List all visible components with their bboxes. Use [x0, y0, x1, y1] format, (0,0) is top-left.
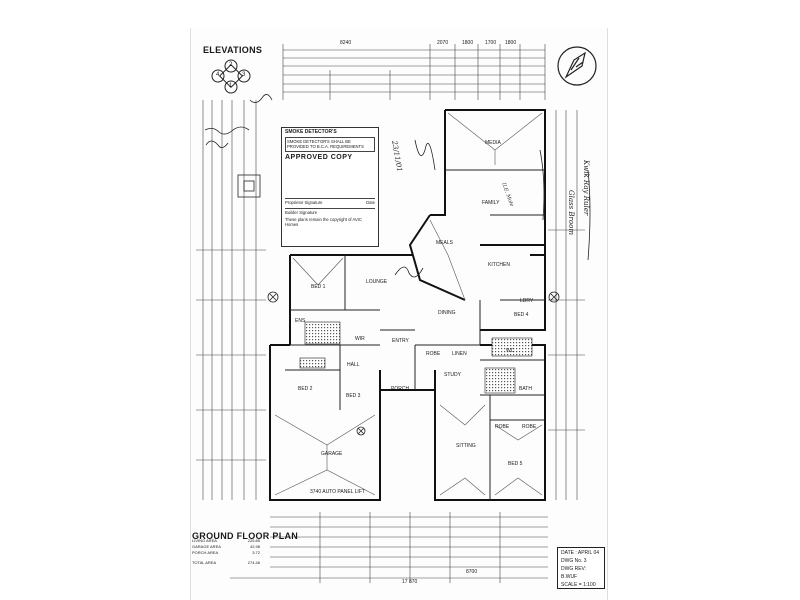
room-robe: ROBE — [426, 351, 441, 357]
handwritten-note-1: Kwik Ray Ruler — [582, 160, 590, 216]
area-value: 42.98 — [249, 544, 260, 549]
area-value: 3.72 — [252, 550, 260, 555]
title-date: DATE : APRIL 04 — [561, 550, 600, 556]
stamp-builder-signature: Builder Signature — [285, 210, 318, 216]
room-bath: BATH — [519, 386, 532, 392]
room-ldry: LDRY — [520, 298, 534, 304]
dim-top-2: 2070 — [437, 40, 449, 46]
area-label: LIVING AREA — [192, 538, 217, 543]
room-bed5: BED 5 — [508, 461, 523, 467]
title-dwg-rev: DWG REV: B.WUF — [561, 566, 587, 580]
stamp-square-icon — [237, 174, 261, 198]
room-bed2: BED 2 — [298, 386, 313, 392]
elevations-label: ELEVATIONS — [203, 45, 263, 55]
room-bed1: BED 1 — [311, 284, 326, 290]
plan-title: GROUND FLOOR PLAN — [192, 531, 299, 541]
elevation-marker-icon — [211, 59, 251, 94]
area-row: PORCH AREA 3.72 — [192, 550, 260, 556]
room-study: STUDY — [444, 372, 461, 378]
area-row: GARAGE AREA 42.98 — [192, 544, 260, 550]
room-wir: WIR — [355, 336, 365, 342]
drawing-sheet — [190, 28, 608, 600]
room-media: MEDIA — [485, 140, 501, 146]
room-kitchen: KITCHEN — [488, 262, 510, 268]
room-sitting: SITTING — [456, 443, 476, 449]
room-robe-3: ROBE — [522, 424, 537, 430]
room-bed3: BED 3 — [346, 393, 361, 399]
room-hall: HALL — [347, 362, 360, 368]
area-label: PORCH AREA — [192, 550, 219, 555]
stamp-title: SMOKE DETECTOR'S — [285, 129, 337, 135]
area-schedule: LIVING AREA 225.85 GARAGE AREA 42.98 PORCH… — [192, 538, 260, 566]
title-block: DATE : APRIL 04 DWG No. 3 DWG REV: B.WUF… — [557, 547, 605, 589]
stamp-note: SMOKE DETECTOR'S SHALL BE PROVIDED TO B.… — [285, 137, 375, 152]
room-family: FAMILY — [482, 200, 500, 206]
room-porch: PORCH — [391, 386, 410, 392]
elevation-marker-label: 2 — [229, 62, 233, 68]
dim-top-4: 1700 — [485, 40, 497, 46]
north-arrow-icon — [557, 46, 597, 86]
stamp-date-label: Date — [366, 199, 375, 205]
dim-bottom-total: 17 870 — [402, 579, 418, 585]
room-robe-2: ROBE — [495, 424, 510, 430]
area-label: GARAGE AREA — [192, 544, 221, 549]
room-dining: DINING — [438, 310, 456, 316]
room-linen: LINEN — [452, 351, 467, 357]
elevation-marker-label: 1 — [229, 83, 233, 89]
room-meals: MEALS — [436, 240, 453, 246]
dim-bottom-mid: 8700 — [466, 569, 478, 575]
room-entry: ENTRY — [392, 338, 409, 344]
stamp-copyright: These plans remain the copyright of AVIC… — [285, 217, 362, 228]
dim-top-5: 1800 — [505, 40, 517, 46]
stamp-owner-signature: Proprietor Signature — [285, 199, 323, 205]
approval-stamp: SMOKE DETECTOR'S SMOKE DETECTOR'S SHALL … — [281, 127, 379, 247]
room-wc: WC — [506, 348, 515, 354]
area-row: LIVING AREA 225.85 — [192, 538, 260, 544]
title-dwg-number: DWG No. 3 — [561, 558, 587, 564]
dim-garage-door: 3740 auto panel lift — [310, 489, 365, 495]
room-garage: GARAGE — [321, 451, 343, 457]
dim-top-3: 1800 — [462, 40, 474, 46]
area-label: TOTAL AREA — [192, 560, 217, 565]
area-value: 225.85 — [247, 538, 260, 543]
dim-top-1: 8240 — [340, 40, 352, 46]
room-ens: ENS — [295, 318, 306, 324]
area-row: TOTAL AREA 274.46 — [192, 560, 260, 566]
elevation-marker-label: 3 — [242, 72, 246, 78]
area-value: 274.46 — [247, 560, 260, 565]
title-scale: SCALE = 1:100 — [561, 582, 596, 588]
elevation-marker-label: 4 — [216, 72, 220, 78]
stamp-approved: APPROVED COPY — [285, 153, 353, 161]
room-lounge: LOUNGE — [366, 279, 388, 285]
room-bed4: BED 4 — [514, 312, 529, 318]
handwritten-note-2: Glass Broom — [567, 190, 575, 235]
